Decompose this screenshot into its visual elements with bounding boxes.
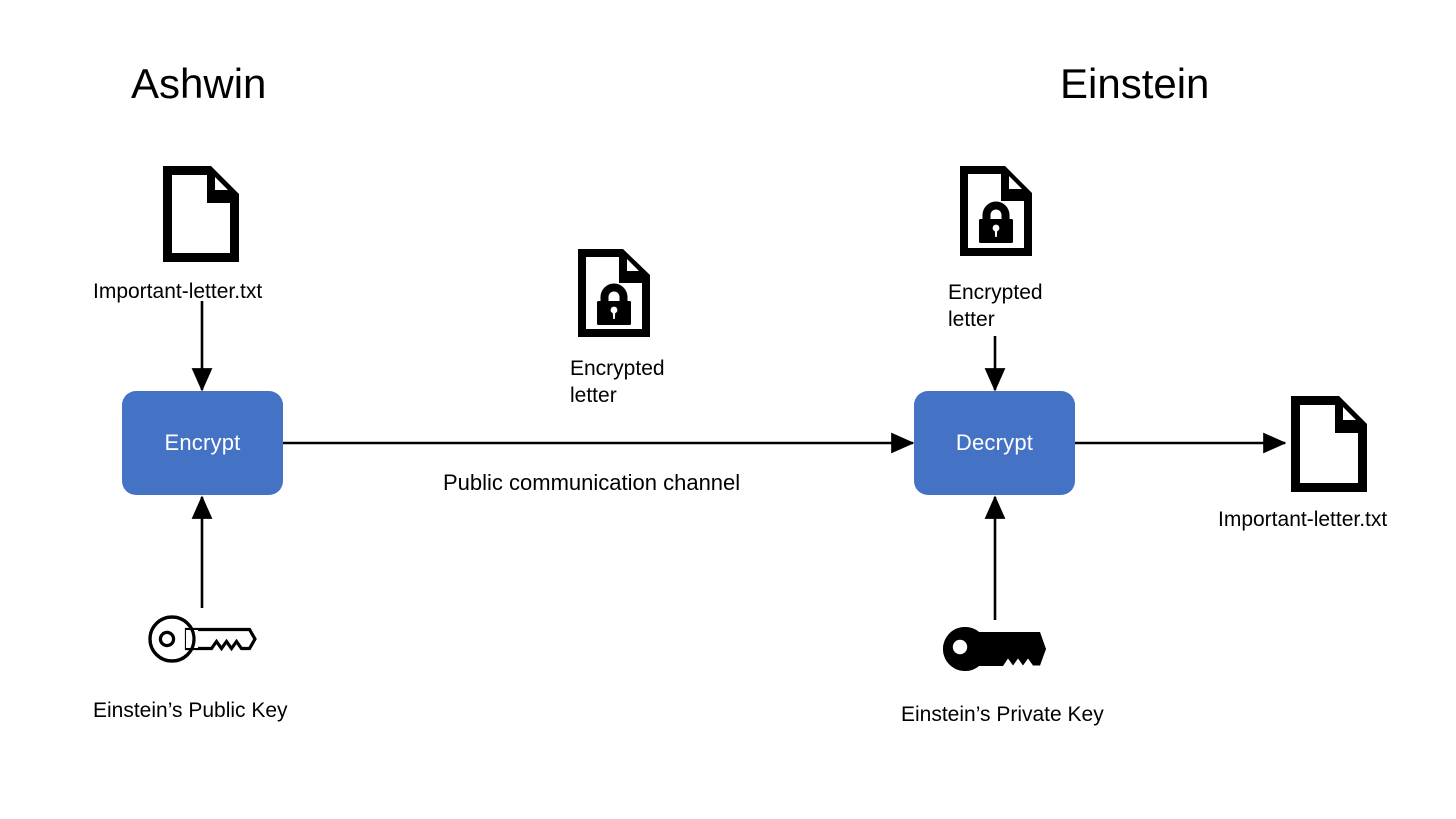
- public-key-outline-icon: [148, 615, 257, 663]
- decrypt-process-box[interactable]: Decrypt: [914, 391, 1075, 495]
- plaintext-document-label-left: Important-letter.txt: [93, 280, 263, 303]
- encrypted-letter-label-line2: letter: [570, 384, 617, 407]
- private-key-label: Einstein’s Private Key: [901, 703, 1104, 726]
- encrypt-process-box[interactable]: Encrypt: [122, 391, 283, 495]
- encrypted-letter-label-right-line2: letter: [948, 308, 995, 331]
- document-icon-right: [1291, 396, 1367, 492]
- public-key-label: Einstein’s Public Key: [93, 699, 288, 722]
- document-icon: [163, 166, 239, 262]
- private-key-solid-icon: [941, 625, 1047, 673]
- encrypted-letter-label-line1: Encrypted: [570, 357, 665, 380]
- locked-document-icon-right: [960, 166, 1032, 256]
- public-communication-channel-label: Public communication channel: [443, 470, 741, 495]
- encrypted-letter-label-right-line1: Encrypted: [948, 281, 1043, 304]
- party-title-right: Einstein: [1060, 60, 1210, 107]
- encrypted-letter-label-channel: Encrypted letter: [570, 355, 710, 409]
- decrypt-process-label: Decrypt: [955, 430, 1034, 455]
- encrypt-process-label: Encrypt: [164, 430, 241, 455]
- locked-document-icon-channel: [578, 249, 650, 337]
- plaintext-document-label-right: Important-letter.txt: [1218, 508, 1388, 531]
- encrypted-letter-label-right: Encrypted letter: [948, 279, 1098, 333]
- party-title-left: Ashwin: [131, 60, 267, 107]
